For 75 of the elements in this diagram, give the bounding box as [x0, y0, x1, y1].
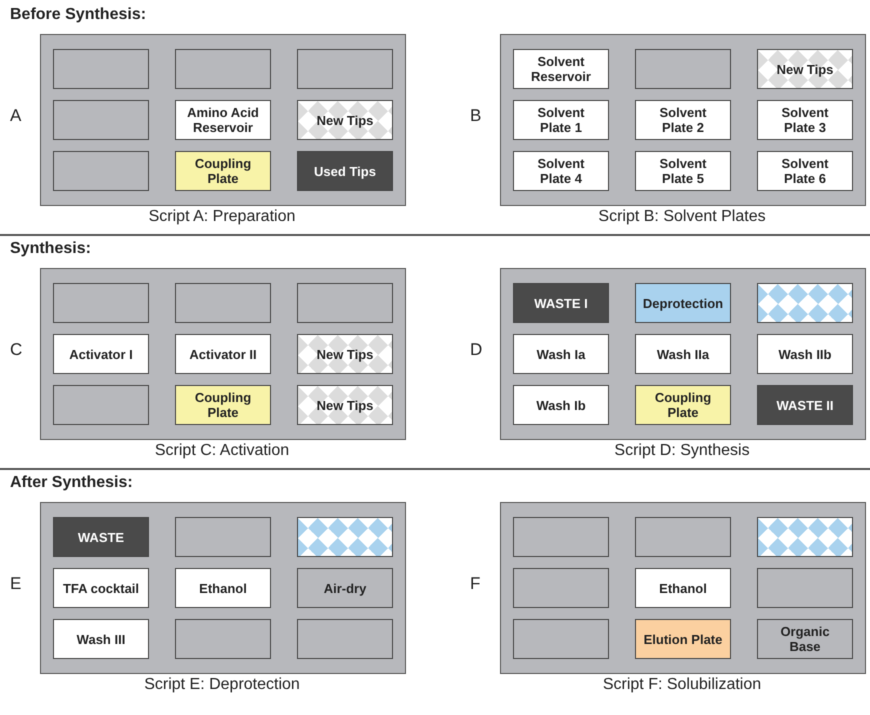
tip-rack: New Tips [297, 334, 393, 374]
row-letter: A [10, 106, 22, 126]
row-letter: C [10, 340, 22, 360]
tip-rack: New Tips [297, 100, 393, 140]
plate-slot [175, 49, 271, 89]
plate-slot: Activator I [53, 334, 149, 374]
section-heading: Synthesis: [10, 240, 91, 258]
deck-panel [500, 502, 866, 674]
plate-slot [757, 568, 853, 608]
plate-slot: Solvent Plate 6 [757, 151, 853, 191]
plate-slot: Air-dry [297, 568, 393, 608]
plate-slot: Wash Ia [513, 334, 609, 374]
deck-panel [500, 34, 866, 206]
plate-slot: Wash IIb [757, 334, 853, 374]
row-letter: F [470, 574, 480, 594]
plate-slot: Coupling Plate [635, 385, 731, 425]
deck-panel [40, 502, 406, 674]
row-letter: E [10, 574, 22, 594]
plate-slot: Wash IIa [635, 334, 731, 374]
plate-slot [297, 49, 393, 89]
plate-slot: Solvent Plate 2 [635, 100, 731, 140]
row-letter: B [470, 106, 482, 126]
deck-panel [40, 268, 406, 440]
plate-slot: Wash III [53, 619, 149, 659]
plate-slot: Elution Plate [635, 619, 731, 659]
panel-caption: Script B: Solvent Plates [597, 208, 767, 226]
plate-slot [175, 283, 271, 323]
panel-caption: Script E: Deprotection [143, 676, 301, 694]
plate-slot: TFA cocktail [53, 568, 149, 608]
plate-slot [53, 385, 149, 425]
panel-caption: Script C: Activation [154, 442, 290, 460]
plate-slot [297, 619, 393, 659]
tip-rack [757, 517, 853, 557]
plate-slot: Amino Acid Reservoir [175, 100, 271, 140]
plate-slot: Organic Base [757, 619, 853, 659]
plate-slot: Solvent Plate 5 [635, 151, 731, 191]
plate-slot [175, 619, 271, 659]
plate-slot: Solvent Plate 1 [513, 100, 609, 140]
tip-rack [757, 283, 853, 323]
tip-rack: New Tips [297, 385, 393, 425]
plate-slot: WASTE II [757, 385, 853, 425]
plate-slot: Wash Ib [513, 385, 609, 425]
plate-slot [53, 100, 149, 140]
deck-panel [500, 268, 866, 440]
plate-slot: WASTE I [513, 283, 609, 323]
plate-slot [175, 517, 271, 557]
plate-slot [635, 517, 731, 557]
tip-rack: New Tips [757, 49, 853, 89]
tip-rack [297, 517, 393, 557]
panel-caption: Script F: Solubilization [602, 676, 762, 694]
plate-slot: Activator II [175, 334, 271, 374]
plate-slot [513, 517, 609, 557]
plate-slot: Ethanol [175, 568, 271, 608]
plate-slot: Coupling Plate [175, 151, 271, 191]
plate-slot [513, 619, 609, 659]
plate-slot: Solvent Plate 4 [513, 151, 609, 191]
plate-slot: Ethanol [635, 568, 731, 608]
plate-slot: Coupling Plate [175, 385, 271, 425]
plate-slot [513, 568, 609, 608]
plate-slot [53, 49, 149, 89]
panel-caption: Script A: Preparation [148, 208, 296, 226]
plate-slot: Deprotection [635, 283, 731, 323]
plate-slot [297, 283, 393, 323]
plate-slot [635, 49, 731, 89]
plate-slot [53, 151, 149, 191]
plate-slot: WASTE [53, 517, 149, 557]
plate-slot [53, 283, 149, 323]
deck-panel [40, 34, 406, 206]
plate-slot: Solvent Reservoir [513, 49, 609, 89]
panel-caption: Script D: Synthesis [613, 442, 751, 460]
plate-slot: Solvent Plate 3 [757, 100, 853, 140]
row-letter: D [470, 340, 482, 360]
plate-slot: Used Tips [297, 151, 393, 191]
section-heading: After Synthesis: [10, 474, 133, 492]
section-heading: Before Synthesis: [10, 6, 146, 24]
